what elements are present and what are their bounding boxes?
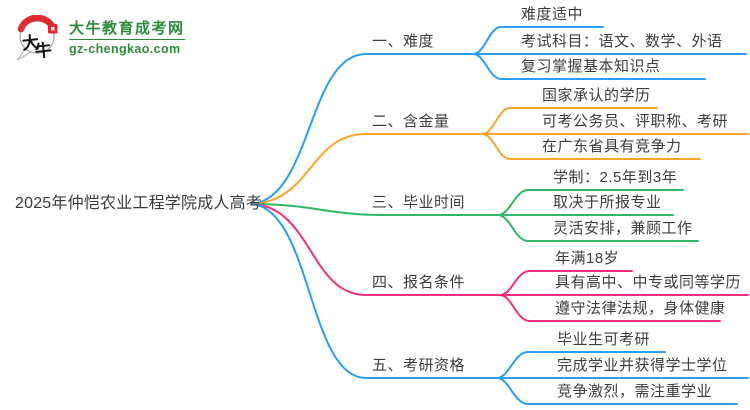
branch-lines-difficulty [251,26,747,205]
leaf-value-3: 在广东省具有竞争力 [542,138,682,155]
branch-lines-value [251,107,749,205]
leaf-postgrad-1: 毕业生可考研 [557,331,651,348]
branch-lines-graduation [251,189,699,242]
leaf-requirements-3: 遵守法律法规，身体健康 [555,300,726,317]
branch-label-difficulty: 一、难度 [372,33,435,50]
leaf-requirements-2: 具有高中、中专或同等学历 [555,274,742,291]
branch-lines-requirements [251,203,749,322]
leaf-postgrad-3: 竞争激烈，需注重学业 [557,383,713,400]
logo-text-block: 大牛教育成考网 gz-chengkao.com [69,19,185,57]
branch-label-graduation: 三、毕业时间 [372,194,466,211]
branch-label-postgrad: 五、考研资格 [372,357,466,374]
leaf-postgrad-2: 完成学业并获得学士学位 [557,357,728,374]
leaf-value-1: 国家承认的学历 [542,87,651,104]
branch-lines-postgrad [251,203,749,405]
branch-label-requirements: 四、报名条件 [372,274,466,291]
logo-bull-icon: 大 牛 [16,15,58,61]
leaf-difficulty-1: 难度适中 [521,6,584,23]
leaf-requirements-1: 年满18岁 [555,250,620,267]
branch-label-value: 二、含金量 [372,113,450,130]
site-logo: 大 牛 大牛教育成考网 gz-chengkao.com [12,15,185,61]
leaf-graduation-2: 取决于所报专业 [553,194,662,211]
logo-domain-url: gz-chengkao.com [69,39,185,57]
leaf-graduation-3: 灵活安排，兼顾工作 [553,220,693,237]
central-topic: 2025年仲恺农业工程学院成人高考 [15,195,262,212]
logo-char-da: 大 [21,32,40,54]
logo-site-name: 大牛教育成考网 [69,20,185,37]
leaf-difficulty-3: 复习掌握基本知识点 [521,58,661,75]
leaf-difficulty-2: 考试科目：语文、数学、外语 [521,33,723,50]
logo-char-niu: 牛 [34,40,53,61]
leaf-value-2: 可考公务员、评职称、考研 [542,113,729,130]
leaf-graduation-1: 学制：2.5年到3年 [553,169,678,186]
